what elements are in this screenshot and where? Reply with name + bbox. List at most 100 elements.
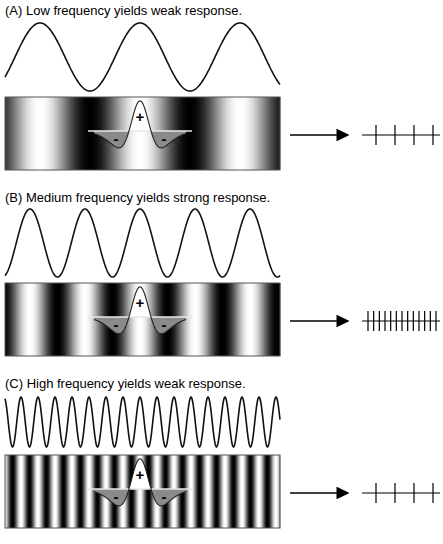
grating-stripe [6, 97, 7, 170]
grating-stripe [78, 455, 79, 528]
rf-profile [94, 101, 186, 148]
grating-stripe [32, 283, 33, 356]
grating-stripe [267, 97, 268, 170]
grating-stripe [60, 283, 61, 356]
grating-stripe [277, 455, 278, 528]
grating-stripe [219, 97, 220, 170]
spike [394, 483, 395, 503]
grating-stripe [64, 455, 65, 528]
grating-stripe [70, 283, 71, 356]
grating-stripe [69, 455, 70, 528]
grating-stripe [209, 97, 210, 170]
grating-stripe [235, 97, 236, 170]
grating-stripe [79, 97, 80, 170]
grating-stripe [49, 455, 50, 528]
grating-stripe [74, 455, 75, 528]
grating-stripe [28, 455, 29, 528]
grating-stripe [41, 455, 42, 528]
grating-stripe [210, 283, 211, 356]
grating-stripe [226, 97, 227, 170]
grating-stripe [250, 97, 251, 170]
grating-stripe [273, 283, 274, 356]
grating-stripe [35, 97, 36, 170]
grating-stripe [146, 97, 147, 170]
grating-stripe [258, 97, 259, 170]
grating-stripe [9, 283, 10, 356]
grating-stripe [36, 97, 37, 170]
panel-title: (C) High frequency yields weak response. [5, 377, 246, 390]
grating-stripe [87, 455, 88, 528]
grating-stripe [217, 97, 218, 170]
grating-stripe [275, 283, 276, 356]
grating-stripe [13, 455, 14, 528]
grating-stripe [15, 455, 16, 528]
grating-stripe [17, 97, 18, 170]
rf-surround [94, 489, 186, 506]
grating-stripe [277, 97, 278, 170]
grating-stripe [244, 455, 245, 528]
grating-stripe [210, 97, 211, 170]
grating-stripe [149, 455, 150, 528]
grating-stripe [237, 283, 238, 356]
grating-stripe [85, 97, 86, 170]
grating-stripe [21, 283, 22, 356]
grating-stripe [204, 455, 205, 528]
grating-stripe [26, 283, 27, 356]
grating-stripe [226, 455, 227, 528]
grating-stripe [72, 283, 73, 356]
grating-stripe [42, 283, 43, 356]
spike [375, 125, 376, 145]
grating-stripe [234, 97, 235, 170]
grating-stripe [28, 97, 29, 170]
grating-stripe [241, 283, 242, 356]
grating-stripe [195, 283, 196, 356]
grating-stripe [66, 283, 67, 356]
grating-stripe [252, 455, 253, 528]
grating-stripe [147, 97, 148, 170]
grating-stripe [39, 97, 40, 170]
grating-stripe [31, 455, 32, 528]
grating-stripe [46, 97, 47, 170]
grating-stripe [201, 283, 202, 356]
grating-stripe [255, 97, 256, 170]
grating-stripe [24, 97, 25, 170]
grating-stripe [57, 455, 58, 528]
grating-stripe [218, 283, 219, 356]
spike [432, 125, 433, 145]
grating-stripe [49, 283, 50, 356]
grating-stripe [221, 455, 222, 528]
grating-stripe [221, 97, 222, 170]
rf-surround [94, 131, 186, 148]
grating-stripe [224, 97, 225, 170]
grating-stripe [10, 455, 11, 528]
grating-stripe [79, 283, 80, 356]
grating-stripe [78, 283, 79, 356]
grating-stripe [212, 97, 213, 170]
grating-stripe [133, 283, 134, 356]
grating-stripe [253, 283, 254, 356]
grating-stripe [201, 97, 202, 170]
grating-stripe [205, 97, 206, 170]
grating-stripe [228, 455, 229, 528]
grating-stripe [269, 455, 270, 528]
grating-stripe [13, 97, 14, 170]
grating-stripe [13, 283, 14, 356]
grating-stripe [199, 283, 200, 356]
grating-stripe [244, 97, 245, 170]
grating-stripe [243, 283, 244, 356]
grating-stripe [227, 283, 228, 356]
grating-stripe [25, 283, 26, 356]
grating-stripe [51, 283, 52, 356]
grating-stripe [268, 97, 269, 170]
grating-stripe [21, 97, 22, 170]
grating-stripe [208, 97, 209, 170]
grating-stripe [68, 97, 69, 170]
sine-wave [5, 397, 280, 447]
grating-stripe [45, 283, 46, 356]
grating-stripe [150, 283, 151, 356]
grating-stripe [197, 283, 198, 356]
grating-stripe [19, 283, 20, 356]
rf-baseline [88, 130, 192, 131]
grating-stripe [193, 283, 194, 356]
grating-stripe [239, 283, 240, 356]
